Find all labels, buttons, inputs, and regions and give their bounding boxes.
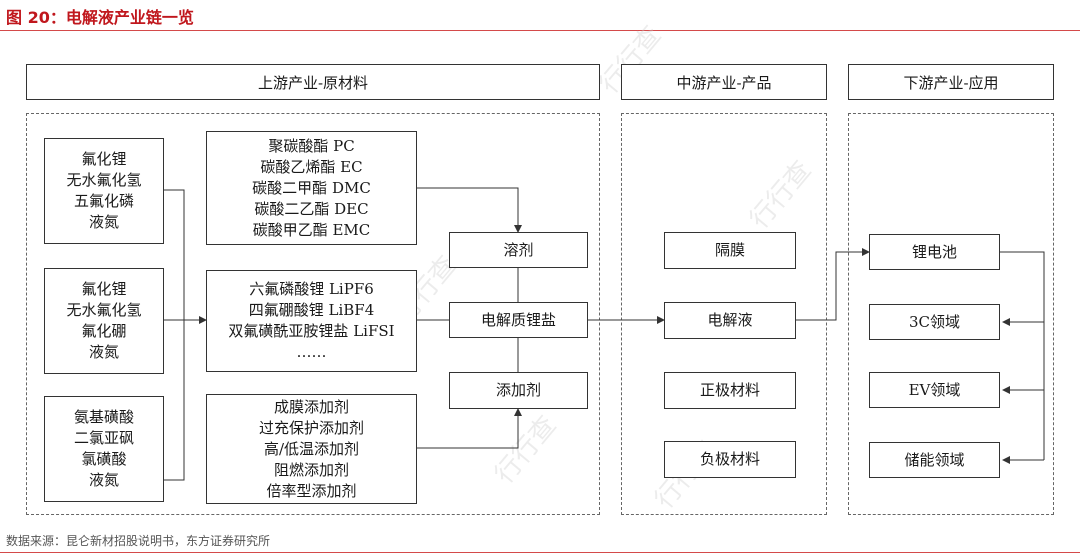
raw-material-item: 无水氟化氢 — [66, 171, 142, 189]
solvent-item: 碳酸二甲酯 DMC — [252, 178, 371, 197]
raw-material-box-1: 氟化锂 无水氟化氢 五氟化磷 液氮 — [44, 138, 164, 244]
solvent-category: 溶剂 — [449, 232, 588, 268]
downstream-container — [848, 113, 1054, 515]
additive-item: 高/低温添加剂 — [263, 439, 360, 458]
raw-bus — [164, 189, 185, 481]
app-lithium-battery: 锂电池 — [869, 234, 1000, 270]
app-3c: 3C领域 — [869, 304, 1000, 340]
app-energy-storage: 储能领域 — [869, 442, 1000, 478]
raw-material-item: 五氟化磷 — [73, 192, 134, 210]
solvent-item: 碳酸甲乙酯 EMC — [252, 220, 371, 239]
header-upstream: 上游产业-原材料 — [26, 64, 600, 100]
additive-item: 倍率型添加剂 — [266, 481, 357, 500]
product-cathode: 正极材料 — [664, 372, 796, 409]
raw-material-item: 无水氟化氢 — [66, 301, 142, 319]
raw-material-item: 氟化锂 — [81, 150, 127, 168]
salt-item: 双氟磺酰亚胺锂盐 LiFSI — [228, 322, 395, 340]
salts-box: 六氟磷酸锂 LiPF6 四氟硼酸锂 LiBF4 双氟磺酰亚胺锂盐 LiFSI …… — [206, 270, 417, 372]
salt-item: 六氟磷酸锂 LiPF6 — [249, 280, 374, 298]
solvent-item: 聚碳酸酯 PC — [268, 136, 355, 155]
product-separator: 隔膜 — [664, 232, 796, 269]
bottom-rule — [0, 552, 1080, 553]
header-downstream: 下游产业-应用 — [848, 64, 1054, 100]
additive-item: 成膜添加剂 — [273, 397, 349, 416]
raw-material-item: 液氮 — [88, 343, 119, 361]
header-midstream: 中游产业-产品 — [621, 64, 827, 100]
additive-item: 阻燃添加剂 — [273, 460, 349, 479]
figure-source: 数据来源：昆仑新材招股说明书，东方证券研究所 — [6, 534, 271, 548]
raw-material-item: 液氮 — [88, 213, 119, 231]
solvents-to-solvent — [417, 187, 522, 233]
raw-material-box-2: 氟化锂 无水氟化氢 氟化硼 液氮 — [44, 268, 164, 374]
raw-material-item: 氯磺酸 — [81, 450, 127, 468]
additive-category: 添加剂 — [449, 372, 588, 409]
additives-box: 成膜添加剂 过充保护添加剂 高/低温添加剂 阻燃添加剂 倍率型添加剂 — [206, 394, 417, 504]
salt-item: 四氟硼酸锂 LiBF4 — [248, 301, 375, 319]
solvent-item: 碳酸二乙酯 DEC — [254, 199, 369, 218]
solvent-item: 碳酸乙烯酯 EC — [260, 157, 363, 176]
raw-material-item: 氟化锂 — [81, 280, 127, 298]
app-ev: EV领域 — [869, 372, 1000, 408]
product-anode: 负极材料 — [664, 441, 796, 478]
product-electrolyte: 电解液 — [664, 302, 796, 339]
upstream-container — [26, 113, 600, 515]
salt-category: 电解质锂盐 — [449, 302, 588, 338]
raw-material-item: 二氯亚砜 — [73, 429, 134, 447]
midstream-container — [621, 113, 827, 515]
raw-material-item: 氨基磺酸 — [73, 408, 134, 426]
raw-material-box-3: 氨基磺酸 二氯亚砜 氯磺酸 液氮 — [44, 396, 164, 502]
battery-to-apps — [1000, 251, 1045, 460]
additive-item: 过充保护添加剂 — [258, 418, 364, 437]
raw-material-item: 氟化硼 — [81, 322, 127, 340]
salt-item: …… — [296, 343, 327, 361]
solvents-box: 聚碳酸酯 PC 碳酸乙烯酯 EC 碳酸二甲酯 DMC 碳酸二乙酯 DEC 碳酸甲… — [206, 131, 417, 245]
electrolyte-to-battery — [796, 248, 870, 321]
additives-to-additive — [417, 408, 522, 449]
raw-material-item: 液氮 — [88, 471, 119, 489]
figure-title: 图 20：电解液产业链一览 — [6, 8, 194, 27]
top-rule — [0, 30, 1080, 31]
